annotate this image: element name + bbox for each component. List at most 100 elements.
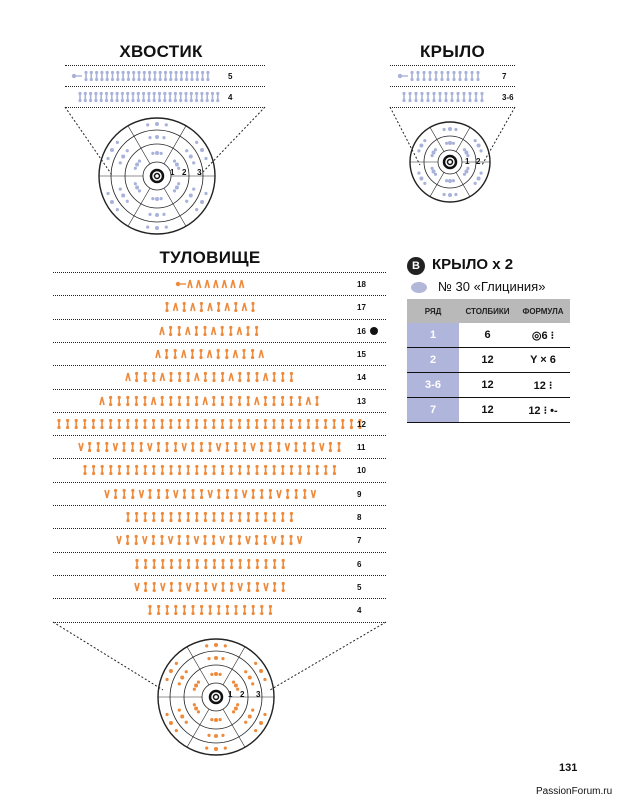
stitch-symbol [263, 535, 268, 546]
stitch-symbol [225, 441, 229, 453]
stitch-symbol [186, 372, 190, 383]
stitch-symbol [104, 91, 109, 103]
stitch-symbol [152, 372, 156, 383]
body-rule [53, 458, 386, 460]
round-label: 3 [256, 690, 261, 699]
body-row-stitches [77, 441, 341, 453]
body-row-label: 9 [357, 489, 362, 499]
stitch-symbol [255, 535, 259, 546]
stitch-symbol [332, 465, 336, 476]
body-row-stitches [155, 348, 265, 359]
stitch-symbol [202, 396, 209, 405]
stitch-symbol [268, 605, 272, 616]
body-row-stitches [125, 372, 293, 383]
stitch-symbol [221, 465, 225, 476]
stitch-symbol [289, 395, 293, 406]
stitch-symbol [169, 418, 173, 429]
stitch-symbol [289, 418, 293, 429]
stitch-symbol [159, 582, 166, 592]
stitch-symbol [122, 488, 126, 499]
stitch-symbol [147, 605, 152, 616]
body-rule [53, 272, 386, 273]
stitch-symbol [285, 488, 289, 499]
stitch-symbol [116, 536, 123, 545]
stitch-symbol [212, 395, 216, 406]
stitch-symbol [172, 489, 179, 498]
stitch-symbol [272, 418, 276, 429]
stitch-symbol [174, 70, 178, 82]
stitch-symbol [126, 91, 130, 103]
table-header-row: РЯД СТОЛБИКИ ФОРМУЛА [407, 299, 570, 323]
stitch-symbol [147, 488, 152, 499]
table-row: 7 12 12 ⁝ •- [407, 397, 570, 423]
stitch-symbol [115, 91, 119, 103]
stitch-symbol [233, 302, 238, 313]
row-number: 7 [407, 397, 459, 423]
stitch-symbol [152, 535, 156, 546]
stitch-symbol [281, 558, 285, 569]
stitch-symbol [83, 465, 87, 476]
stitch-symbol [272, 511, 276, 523]
stitch-symbol [130, 441, 134, 453]
stitch-symbol [189, 91, 193, 103]
stitch-symbol [428, 70, 432, 82]
stitch-symbol [233, 488, 238, 499]
stitch-symbol [74, 418, 78, 429]
stitch-symbol [186, 395, 190, 406]
stitch-symbol [203, 372, 207, 383]
stitch-symbol [215, 442, 222, 452]
stitch-symbol [246, 558, 250, 569]
stitch-symbol [212, 558, 216, 569]
stitch-symbol [272, 372, 276, 383]
stitch-symbol [116, 70, 120, 82]
stitch-symbol [100, 70, 104, 82]
stitch-symbol [229, 418, 233, 429]
body-row-label: 10 [357, 466, 366, 476]
stitch-symbol [110, 91, 114, 103]
stitch-symbol [189, 303, 196, 312]
tail-row-label: 5 [228, 72, 233, 81]
body-rule [53, 528, 386, 530]
stitch-symbol [203, 418, 207, 429]
body-row-stitches [99, 395, 319, 406]
stitch-count: 12 [459, 397, 516, 423]
stitch-symbol [271, 536, 277, 545]
stitch-symbol [143, 511, 147, 523]
stitch-symbol [241, 303, 247, 312]
stitch-symbol [220, 418, 225, 429]
stitch-symbol [281, 511, 285, 523]
stitch-symbol [402, 91, 406, 103]
stitch-symbol [89, 70, 93, 82]
stitch-symbol [143, 372, 147, 383]
round-label: 1 [228, 690, 233, 699]
stitch-symbol [126, 535, 130, 546]
stitch-symbol [216, 488, 220, 499]
stitch-symbol [446, 70, 450, 82]
stitch-symbol [138, 489, 144, 498]
body-row-stitches [134, 558, 285, 569]
stitch-symbol [456, 91, 460, 103]
stitch-symbol [306, 418, 311, 429]
round-label: 2 [182, 168, 187, 177]
round-label: 3 [197, 168, 202, 177]
stitch-symbol [173, 348, 177, 359]
stitch-symbol [416, 70, 420, 82]
stitch-symbol [146, 442, 153, 452]
stitch-symbol [232, 349, 239, 359]
stitch-symbol [83, 91, 87, 103]
stitch-symbol [272, 465, 276, 476]
stitch-symbol [238, 279, 245, 289]
stitch-symbol [229, 465, 233, 476]
stitch-symbol [206, 303, 213, 312]
stitch-symbol [242, 441, 246, 453]
body-rule [53, 598, 386, 600]
stitch-symbol [152, 581, 156, 592]
body-rule [53, 621, 386, 623]
stitch-symbol [134, 535, 139, 546]
stitch-symbol [100, 418, 104, 429]
table-row: 1 6 ◎6 ⁝ [407, 323, 570, 348]
body-round-diagram [157, 638, 275, 756]
body-row-label: 14 [357, 373, 366, 383]
stitch-symbol [470, 70, 474, 82]
stitch-symbol [238, 418, 242, 429]
